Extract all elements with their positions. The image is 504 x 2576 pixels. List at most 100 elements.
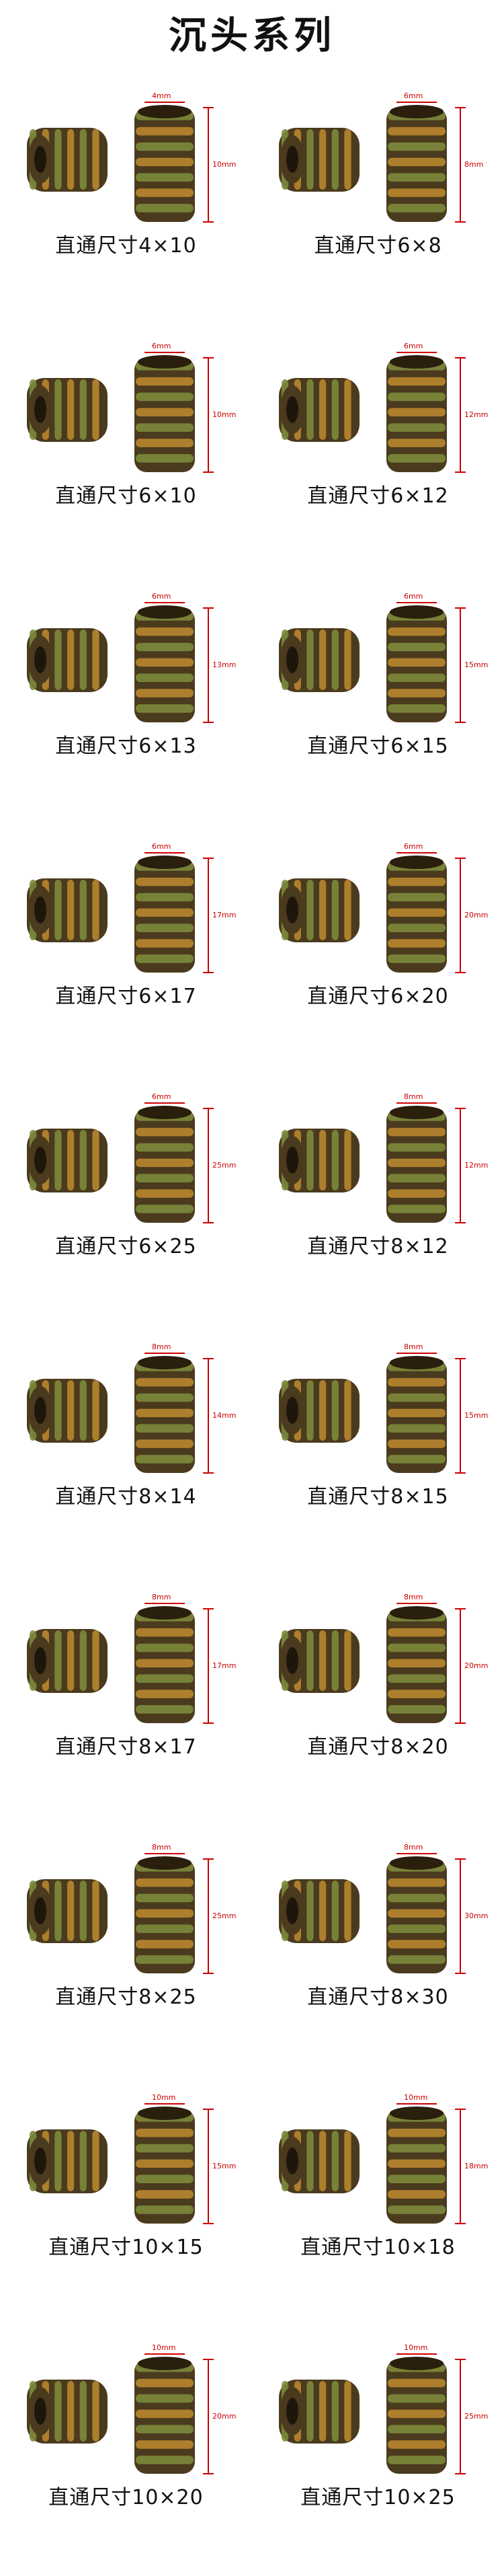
dimension-marks: 8mm 17mm (144, 1593, 236, 1724)
diameter-label: 10mm (404, 2093, 427, 2102)
size-caption: 直通尺寸8×17 (55, 1735, 197, 1759)
insert-nut-photo: 8mm 30mm (279, 1843, 488, 1974)
size-caption: 直通尺寸8×12 (307, 1235, 449, 1258)
front-view-image (134, 105, 195, 222)
side-view-image (27, 628, 108, 692)
side-view-image (279, 2129, 360, 2193)
diameter-label: 8mm (404, 1092, 423, 1101)
side-view-image (279, 1629, 360, 1693)
front-view-image (134, 355, 195, 472)
side-view-image (279, 2380, 360, 2444)
size-caption: 直通尺寸10×20 (48, 2486, 204, 2509)
length-label: 25mm (464, 2412, 488, 2421)
diameter-label: 6mm (404, 91, 423, 100)
front-view-image (134, 605, 195, 722)
side-view-image (27, 2380, 108, 2444)
size-caption: 直通尺寸8×20 (307, 1735, 449, 1759)
diameter-label: 8mm (152, 1843, 171, 1852)
diameter-label: 6mm (404, 592, 423, 601)
diameter-label: 10mm (152, 2093, 175, 2102)
length-label: 15mm (212, 2162, 236, 2170)
front-view-image (134, 1856, 195, 1973)
length-label: 18mm (464, 2162, 488, 2170)
front-view-image (134, 856, 195, 973)
size-caption: 直通尺寸4×10 (55, 234, 197, 258)
side-view-image (279, 1379, 360, 1443)
size-caption: 直通尺寸10×15 (48, 2236, 204, 2259)
diameter-label: 10mm (404, 2343, 427, 2352)
side-view-image (27, 378, 108, 442)
side-view-image (279, 128, 360, 192)
front-view-image (386, 1356, 447, 1473)
diameter-label: 6mm (152, 592, 171, 601)
size-caption: 直通尺寸10×18 (300, 2236, 456, 2259)
diameter-label: 6mm (152, 842, 171, 851)
front-view-image (386, 1606, 447, 1723)
length-label: 14mm (212, 1411, 236, 1420)
product-cell: 8mm 25mm 直通尺寸8×25 (0, 1825, 252, 2076)
front-view-image (134, 1606, 195, 1723)
dimension-marks: 10mm 18mm (396, 2093, 488, 2224)
product-cell: 10mm 25mm 直通尺寸10×25 (252, 2326, 504, 2576)
length-label: 30mm (464, 1911, 488, 1920)
side-view-image (27, 2129, 108, 2193)
side-view-image (27, 1629, 108, 1693)
diameter-label: 8mm (404, 1342, 423, 1351)
diameter-label: 6mm (152, 1092, 171, 1101)
front-view-image (134, 1356, 195, 1473)
length-label: 25mm (212, 1911, 236, 1920)
size-caption: 直通尺寸10×25 (300, 2486, 456, 2509)
insert-nut-photo: 10mm 18mm (279, 2093, 488, 2224)
side-view-image (279, 378, 360, 442)
side-view-image (279, 878, 360, 942)
front-view-image (386, 605, 447, 722)
side-view-image (27, 1379, 108, 1443)
length-label: 20mm (464, 1661, 488, 1670)
diameter-label: 8mm (404, 1843, 423, 1852)
size-caption: 直通尺寸8×25 (55, 1985, 197, 2009)
side-view-image (27, 1129, 108, 1192)
front-view-image (386, 2107, 447, 2224)
diameter-label: 8mm (152, 1593, 171, 1601)
dimension-marks: 6mm 20mm (396, 842, 488, 973)
diameter-label: 6mm (404, 842, 423, 851)
size-caption: 直通尺寸6×17 (55, 985, 197, 1008)
front-view-image (386, 856, 447, 973)
length-label: 13mm (212, 660, 236, 669)
size-caption: 直通尺寸6×12 (307, 484, 449, 508)
length-label: 17mm (212, 1661, 236, 1670)
dimension-marks: 6mm 13mm (144, 592, 236, 723)
side-view-image (279, 1129, 360, 1192)
side-view-image (279, 628, 360, 692)
length-label: 10mm (212, 160, 236, 169)
length-label: 20mm (464, 911, 488, 919)
insert-nut-photo: 10mm 15mm (27, 2093, 236, 2224)
